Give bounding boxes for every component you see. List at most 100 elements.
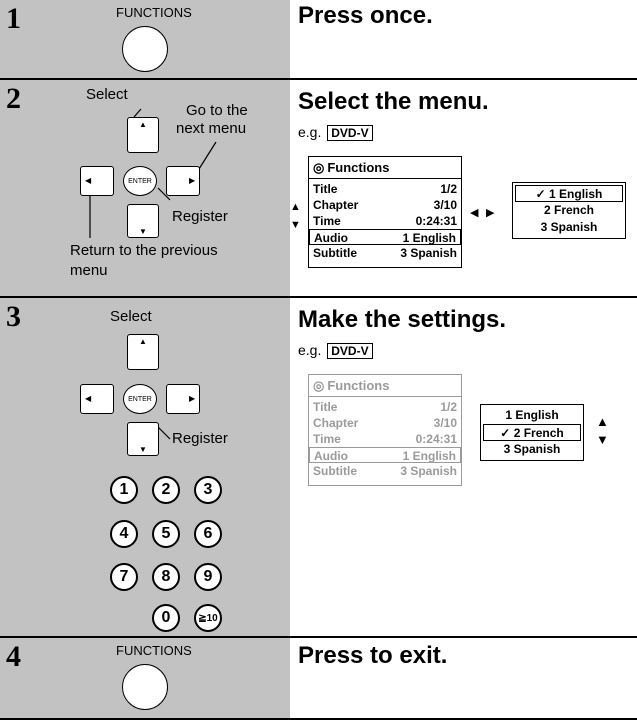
- row-value: 1 English: [402, 231, 456, 245]
- up-arrow-icon: ▲: [596, 414, 609, 429]
- return-label-line1: Return to the previous: [70, 242, 218, 259]
- down-button[interactable]: ▼: [127, 204, 159, 238]
- right-button[interactable]: ▶: [166, 384, 200, 414]
- functions-menu-icon: ◎: [313, 159, 325, 175]
- step-3-right-panel: Make the settings. e.g. DVD-V ◎ Function…: [290, 298, 637, 636]
- dvd-v-badge: DVD-V: [327, 343, 373, 359]
- enter-button[interactable]: ENTER: [123, 166, 157, 196]
- functions-button-label: FUNCTIONS: [116, 5, 192, 20]
- row-label: Subtitle: [313, 246, 357, 260]
- return-label-line2: menu: [70, 262, 108, 279]
- osd-row-chapter: Chapter 3/10: [309, 197, 461, 213]
- up-arrow-icon: ▲: [139, 120, 147, 129]
- enter-button[interactable]: ENTER: [123, 384, 157, 414]
- numpad-9[interactable]: 9: [194, 563, 222, 591]
- right-arrow-icon: ▶: [189, 176, 196, 185]
- row-value: 0:24:31: [415, 214, 457, 228]
- option-label: 2 French: [513, 426, 564, 440]
- row-label: Title: [313, 400, 338, 414]
- row-label: Audio: [314, 449, 348, 463]
- osd-header: ◎ Functions: [309, 157, 461, 179]
- numpad-10-plus[interactable]: ≧10: [194, 604, 222, 632]
- left-button[interactable]: ◀: [80, 384, 114, 414]
- numpad-7[interactable]: 7: [110, 563, 138, 591]
- row-value: 3 Spanish: [400, 246, 457, 260]
- step-number: 3: [6, 300, 21, 333]
- osd-row-subtitle: Subtitle 3 Spanish: [309, 245, 461, 261]
- step-4-right-panel: Press to exit.: [290, 638, 637, 718]
- step-3: 3 Select ▲ ◀ ENTER ▶ ▼ Register 1 2 3 4 …: [0, 298, 637, 636]
- down-arrow-icon: ▼: [290, 219, 301, 231]
- example-note: e.g. DVD-V: [298, 342, 373, 359]
- option-label: 1 English: [549, 187, 603, 201]
- step-1: 1 FUNCTIONS Press once.: [0, 0, 637, 78]
- right-arrow-icon: ▶: [486, 207, 495, 219]
- up-arrow-icon: ▲: [290, 201, 301, 213]
- right-arrow-icon: ▶: [189, 394, 196, 403]
- up-arrow-icon: ▲: [139, 337, 147, 346]
- row-label: Time: [313, 432, 341, 446]
- row-label: Chapter: [313, 198, 359, 212]
- step-number: 4: [6, 640, 21, 673]
- row-label: Audio: [314, 231, 348, 245]
- right-button[interactable]: ▶: [166, 166, 200, 196]
- audio-option: 3 Spanish: [515, 219, 623, 236]
- audio-options-list: ✓ 1 English 2 French 3 Spanish: [512, 182, 626, 239]
- row-value: 0:24:31: [415, 432, 457, 446]
- numpad-1[interactable]: 1: [110, 476, 138, 504]
- functions-button[interactable]: [122, 26, 168, 72]
- up-button[interactable]: ▲: [127, 117, 159, 153]
- down-arrow-icon: ▼: [139, 445, 147, 454]
- numpad-6[interactable]: 6: [194, 520, 222, 548]
- divider: [0, 718, 637, 720]
- numpad-5[interactable]: 5: [152, 520, 180, 548]
- select-label: Select: [110, 308, 152, 325]
- numpad-0[interactable]: 0: [152, 604, 180, 632]
- row-value: 3 Spanish: [400, 464, 457, 478]
- audio-option: 2 French: [515, 202, 623, 219]
- numpad-8[interactable]: 8: [152, 563, 180, 591]
- osd-title: Functions: [327, 160, 390, 175]
- numpad-2[interactable]: 2: [152, 476, 180, 504]
- osd-row-audio: Audio 1 English: [309, 229, 461, 245]
- osd-row-time: Time 0:24:31: [309, 431, 461, 447]
- numpad-3[interactable]: 3: [194, 476, 222, 504]
- left-arrow-icon: ◀: [85, 394, 92, 403]
- step-1-right-panel: Press once.: [290, 0, 637, 78]
- step-heading: Select the menu.: [298, 88, 489, 115]
- row-value: 3/10: [433, 198, 457, 212]
- left-arrow-icon: ◀: [470, 207, 479, 219]
- audio-option-selected: ✓ 2 French: [483, 424, 581, 441]
- osd-title: Functions: [327, 378, 390, 393]
- row-value: 1/2: [440, 400, 457, 414]
- divider: [0, 78, 637, 80]
- audio-option: 3 Spanish: [483, 441, 581, 458]
- dvd-v-badge: DVD-V: [327, 125, 373, 141]
- up-button[interactable]: ▲: [127, 334, 159, 370]
- step-number: 2: [6, 82, 21, 115]
- option-label: 3 Spanish: [540, 220, 598, 234]
- step-2-right-panel: Select the menu. e.g. DVD-V ▲ ▼ ◎ Functi…: [290, 80, 637, 296]
- option-label: 3 Spanish: [503, 442, 561, 456]
- osd-header: ◎ Functions: [309, 375, 461, 397]
- down-arrow-icon: ▼: [139, 227, 147, 236]
- functions-button[interactable]: [122, 664, 168, 710]
- eg-text: e.g.: [298, 342, 322, 358]
- step-number: 1: [6, 2, 21, 35]
- numpad-4[interactable]: 4: [110, 520, 138, 548]
- left-button[interactable]: ◀: [80, 166, 114, 196]
- left-arrow-icon: ◀: [85, 176, 92, 185]
- audio-option-selected: ✓ 1 English: [515, 185, 623, 202]
- register-label: Register: [172, 430, 228, 447]
- divider: [0, 636, 637, 638]
- row-label: Chapter: [313, 416, 359, 430]
- step-heading: Press to exit.: [298, 642, 448, 669]
- down-button[interactable]: ▼: [127, 422, 159, 456]
- step-4: 4 FUNCTIONS Press to exit.: [0, 638, 637, 718]
